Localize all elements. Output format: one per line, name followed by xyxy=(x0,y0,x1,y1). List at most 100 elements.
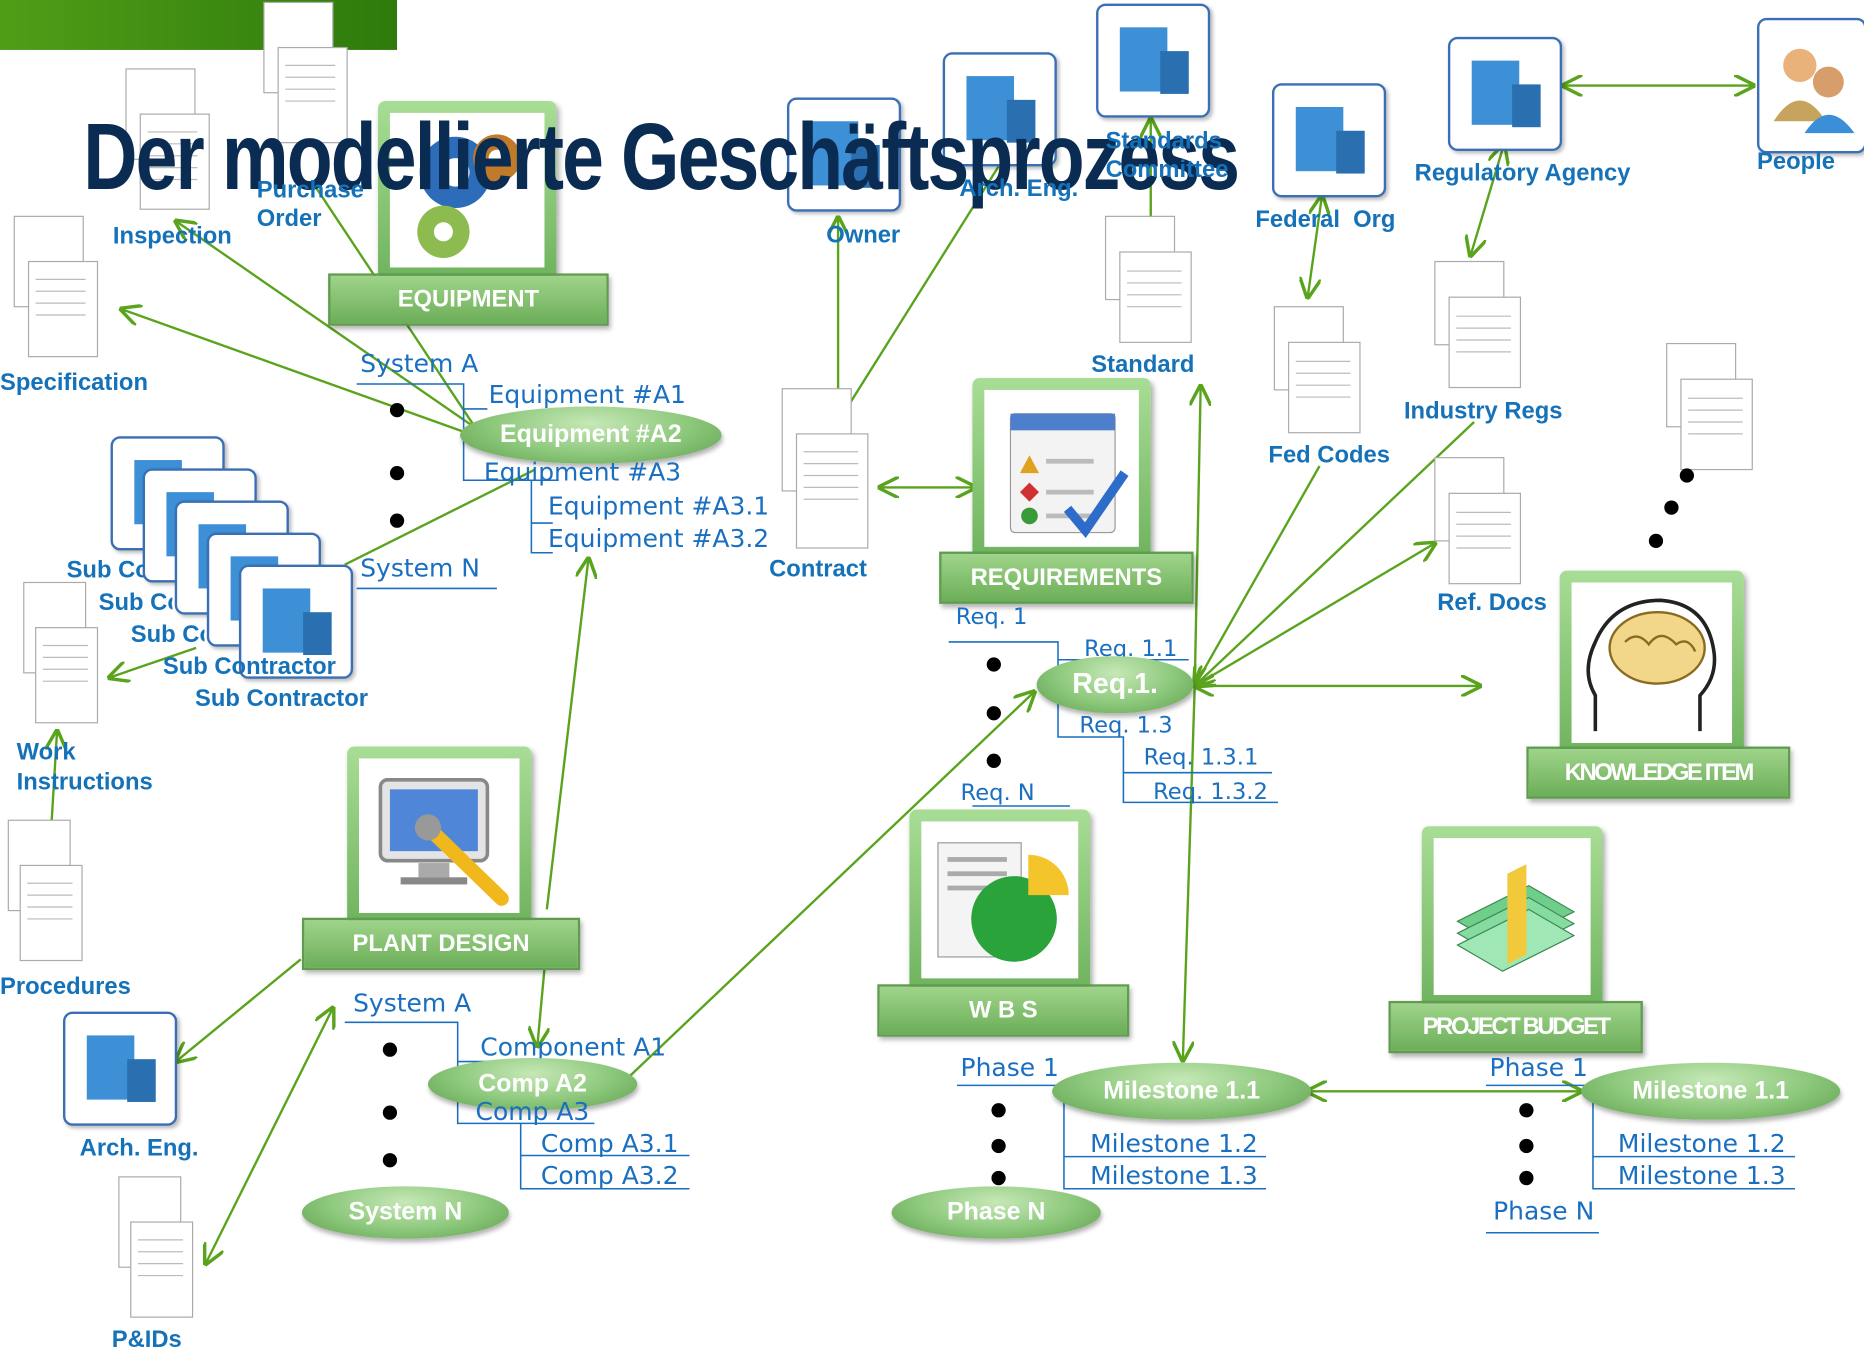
link-plantdesign-equipment xyxy=(545,559,589,910)
plant-comp-a32[interactable]: Comp A3.2 xyxy=(540,1161,679,1190)
ellipsis-dot xyxy=(986,753,1001,768)
equip-a3[interactable]: Equipment #A3 xyxy=(483,457,682,487)
req-1-3-1[interactable]: Req. 1.3.1 xyxy=(1143,744,1259,771)
wbs-milestone-1-2[interactable]: Milestone 1.2 xyxy=(1090,1129,1258,1158)
equip-a32[interactable]: Equipment #A3.2 xyxy=(548,524,770,553)
industry-regs-label: Industry Regs xyxy=(1403,398,1563,425)
budget-phase-1[interactable]: Phase 1 xyxy=(1489,1053,1588,1082)
specification-document-icon[interactable] xyxy=(12,214,107,361)
ellipsis-dot xyxy=(382,1153,398,1168)
ellipsis-dot xyxy=(1519,1103,1534,1118)
equip-a1[interactable]: Equipment #A1 xyxy=(488,380,686,409)
budget-milestone-1-3[interactable]: Milestone 1.3 xyxy=(1617,1161,1786,1190)
sub-contractor-5-icon[interactable] xyxy=(238,564,354,679)
sub-contractor-5-label: Sub Contractor xyxy=(194,685,369,713)
federal-org-building-icon[interactable] xyxy=(1271,83,1387,198)
purchase-order-document-icon[interactable] xyxy=(262,0,357,147)
money-stack-icon xyxy=(1456,864,1576,972)
ellipsis-dot xyxy=(1679,468,1695,483)
ellipsis-dot xyxy=(1648,533,1664,549)
work-instructions-document-icon[interactable] xyxy=(21,580,104,727)
project-budget-panel-icon[interactable] xyxy=(1421,826,1603,1007)
pids-document-icon[interactable] xyxy=(117,1174,200,1321)
arch-eng-top-label: Arch. Eng. xyxy=(959,175,1079,203)
inspection-label: Inspection xyxy=(112,223,232,250)
wbs-milestone-1-3[interactable]: Milestone 1.3 xyxy=(1090,1161,1258,1190)
wbs-phase-n-oval[interactable]: Phase N xyxy=(891,1186,1101,1239)
req-1[interactable]: Req. 1 xyxy=(955,603,1028,631)
link-req-standard xyxy=(1195,386,1201,686)
ref-docs-document-icon[interactable] xyxy=(1432,455,1527,588)
plant-system-a[interactable]: System A xyxy=(353,989,472,1018)
wbs-panel-label[interactable]: W B S xyxy=(877,984,1130,1037)
plant-comp-a3[interactable]: Comp A3 xyxy=(475,1097,590,1126)
plant-comp-a31[interactable]: Comp A3.1 xyxy=(540,1129,679,1158)
industry-regs-document-icon[interactable] xyxy=(1432,259,1527,392)
sub-contractor-1-label: Sub Contractor xyxy=(66,558,144,584)
standard-document-icon[interactable] xyxy=(1103,214,1198,347)
equip-system-n[interactable]: System N xyxy=(360,553,480,583)
plant-comp-a2-oval[interactable]: Comp A2 xyxy=(427,1057,638,1111)
sub-contractor-2-label: Sub Contractor xyxy=(98,590,173,616)
sub-contractor-3-label: Sub Contractor xyxy=(130,622,205,648)
req-n[interactable]: Req. N xyxy=(960,779,1035,806)
gears-icon xyxy=(417,134,521,258)
procedures-document-icon[interactable] xyxy=(6,818,89,965)
knowledge-document-icon[interactable] xyxy=(1664,341,1759,474)
owner-building-icon[interactable] xyxy=(786,97,902,212)
req-1-3[interactable]: Req. 1.3 xyxy=(1079,712,1173,739)
wbs-milestone-1-1-oval[interactable]: Milestone 1.1 xyxy=(1052,1062,1312,1120)
contract-document-icon[interactable] xyxy=(780,386,875,552)
ellipsis-dot xyxy=(991,1170,1006,1186)
brain-head-icon xyxy=(1586,598,1717,732)
knowledge-item-panel-icon[interactable] xyxy=(1559,570,1744,755)
ellipsis-dot xyxy=(389,465,405,481)
wbs-phase-1[interactable]: Phase 1 xyxy=(960,1053,1059,1082)
req-1-oval[interactable]: Req.1. xyxy=(1036,656,1194,714)
plant-comp-a1[interactable]: Component A1 xyxy=(480,1033,667,1062)
link-req-milestone xyxy=(1183,685,1196,1060)
req-1-1[interactable]: Req. 1.1 xyxy=(1084,635,1178,663)
project-budget-panel-label[interactable]: PROJECT BUDGET xyxy=(1388,1000,1643,1054)
owner-label: Owner xyxy=(826,222,901,249)
sub-contractor-4-label-clip: Sub Contractor xyxy=(163,655,341,681)
budget-phase-n[interactable]: Phase N xyxy=(1493,1197,1595,1226)
specification-label: Specification xyxy=(0,369,148,396)
budget-milestone-1-2[interactable]: Milestone 1.2 xyxy=(1617,1129,1786,1158)
purchase-order-label: Purchase Order xyxy=(256,177,364,232)
knowledge-item-panel-label[interactable]: KNOWLEDGE ITEM xyxy=(1526,746,1791,799)
inspection-document-icon[interactable] xyxy=(124,67,219,214)
equip-a2-oval[interactable]: Equipment #A2 xyxy=(460,406,722,464)
work-instructions-label: Work Instructions xyxy=(16,739,153,796)
federal-org-label: Federal Org xyxy=(1255,206,1396,233)
budget-milestone-1-1-oval[interactable]: Milestone 1.1 xyxy=(1581,1062,1841,1120)
requirements-panel-icon[interactable] xyxy=(972,378,1151,559)
requirements-panel-label[interactable]: REQUIREMENTS xyxy=(939,551,1194,604)
equip-system-a[interactable]: System A xyxy=(360,349,479,379)
link-equipment-subcontractor xyxy=(344,468,536,566)
standards-committee-building-icon[interactable] xyxy=(1096,3,1211,118)
ellipsis-dot xyxy=(991,1103,1006,1118)
regulatory-agency-building-icon[interactable] xyxy=(1447,36,1563,151)
people-icon[interactable] xyxy=(1757,17,1864,154)
pids-label: P&IDs xyxy=(111,1326,182,1353)
pie-chart-icon xyxy=(937,842,1069,962)
arch-eng-bottom-building-icon[interactable] xyxy=(63,1011,178,1126)
checklist-icon xyxy=(1009,413,1129,539)
equip-a31[interactable]: Equipment #A3.1 xyxy=(548,492,770,521)
req-1-3-2[interactable]: Req. 1.3.2 xyxy=(1153,778,1268,805)
equipment-panel-label[interactable]: EQUIPMENT xyxy=(328,273,609,326)
ellipsis-dot xyxy=(1519,1170,1534,1186)
plant-design-panel-label[interactable]: PLANT DESIGN xyxy=(301,917,581,971)
ellipsis-dot xyxy=(389,513,405,528)
arch-eng-building-icon[interactable] xyxy=(942,52,1057,167)
plant-design-panel-icon[interactable] xyxy=(347,746,532,925)
wbs-panel-icon[interactable] xyxy=(909,809,1091,991)
fed-codes-document-icon[interactable] xyxy=(1272,304,1367,437)
standard-label: Standard xyxy=(1091,351,1195,379)
plant-system-n-oval[interactable]: System N xyxy=(301,1186,509,1239)
fed-codes-label: Fed Codes xyxy=(1268,442,1390,469)
ellipsis-dot xyxy=(986,706,1001,721)
equipment-panel-icon[interactable] xyxy=(378,101,557,280)
